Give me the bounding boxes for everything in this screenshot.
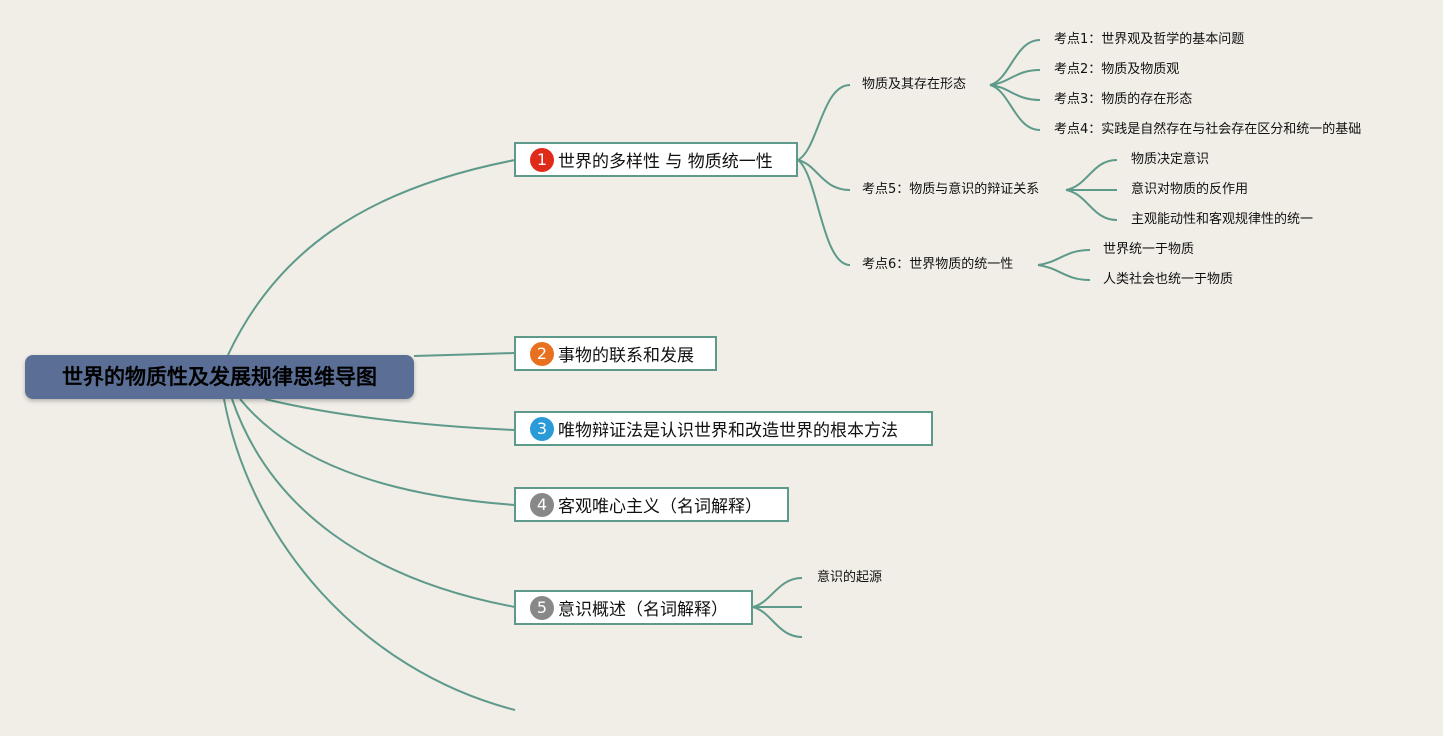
connector-b1-c2 — [797, 159, 851, 191]
connector-c1-g2 — [989, 69, 1041, 86]
connector-root-branch-4 — [239, 398, 516, 506]
branch-3-label: 唯物辩证法是认识世界和改造世界的根本方法 — [558, 421, 898, 441]
connector-root-branch-2 — [413, 352, 516, 357]
branch-1-node[interactable]: 1 世界的多样性 与 物质统一性 — [514, 142, 798, 177]
branch-3-node[interactable]: 3 唯物辩证法是认识世界和改造世界的根本方法 — [514, 411, 933, 446]
topic-consciousness-reaction[interactable]: 意识对物质的反作用 — [1131, 182, 1249, 197]
topic-world-unified-in-matter[interactable]: 世界统一于物质 — [1103, 242, 1195, 257]
root-topic[interactable]: 世界的物质性及发展规律思维导图 — [25, 355, 414, 399]
branch-1-label: 世界的多样性 与 物质统一性 — [558, 152, 773, 172]
connector-root-branch-3 — [264, 398, 516, 431]
topic-point-6[interactable]: 考点6：世界物质的统一性 — [862, 257, 1014, 272]
connector-c2-g1 — [1065, 159, 1118, 191]
connector-c3-g2 — [1037, 264, 1091, 281]
number-1-icon: 1 — [530, 147, 554, 172]
topic-matter-determines-consciousness[interactable]: 物质决定意识 — [1131, 152, 1210, 167]
branch-4-label: 客观唯心主义（名词解释） — [558, 497, 762, 517]
topic-point-5[interactable]: 考点5：物质与意识的辩证关系 — [862, 182, 1040, 197]
branch-2-node[interactable]: 2 事物的联系和发展 — [514, 336, 717, 371]
number-5-icon: 5 — [530, 595, 554, 620]
topic-material-forms[interactable]: 物质及其存在形态 — [862, 77, 967, 92]
connector-c1-g3 — [989, 84, 1041, 101]
connector-c2-g3 — [1065, 189, 1118, 221]
topic-origin-of-consciousness[interactable]: 意识的起源 — [817, 570, 883, 585]
branch-5-label: 意识概述（名词解释） — [558, 600, 728, 620]
topic-subjective-objective-unity[interactable]: 主观能动性和客观规律性的统一 — [1131, 212, 1314, 227]
connector-root-branch-6 — [223, 398, 516, 711]
number-4-icon: 4 — [530, 492, 554, 517]
topic-point-1[interactable]: 考点1：世界观及哲学的基本问题 — [1054, 32, 1245, 47]
connector-c3-g1 — [1037, 249, 1091, 266]
connector-root-branch-5 — [231, 398, 516, 608]
connector-b1-c3 — [797, 159, 851, 266]
topic-society-unified-in-matter[interactable]: 人类社会也统一于物质 — [1103, 272, 1234, 287]
branch-4-node[interactable]: 4 客观唯心主义（名词解释） — [514, 487, 789, 522]
connector-b5-c3 — [752, 606, 803, 638]
connector-root-branch-1 — [227, 159, 516, 356]
connector-b5-c1 — [752, 577, 803, 608]
branch-2-label: 事物的联系和发展 — [558, 346, 694, 366]
connector-c1-g4 — [989, 84, 1041, 131]
branch-5-node[interactable]: 5 意识概述（名词解释） — [514, 590, 753, 625]
number-3-icon: 3 — [530, 416, 554, 441]
number-2-icon: 2 — [530, 341, 554, 366]
topic-point-4[interactable]: 考点4：实践是自然存在与社会存在区分和统一的基础 — [1054, 122, 1362, 137]
topic-point-2[interactable]: 考点2：物质及物质观 — [1054, 62, 1180, 77]
connector-b1-c1 — [797, 84, 851, 161]
connector-c1-g1 — [989, 39, 1041, 86]
topic-point-3[interactable]: 考点3：物质的存在形态 — [1054, 92, 1193, 107]
